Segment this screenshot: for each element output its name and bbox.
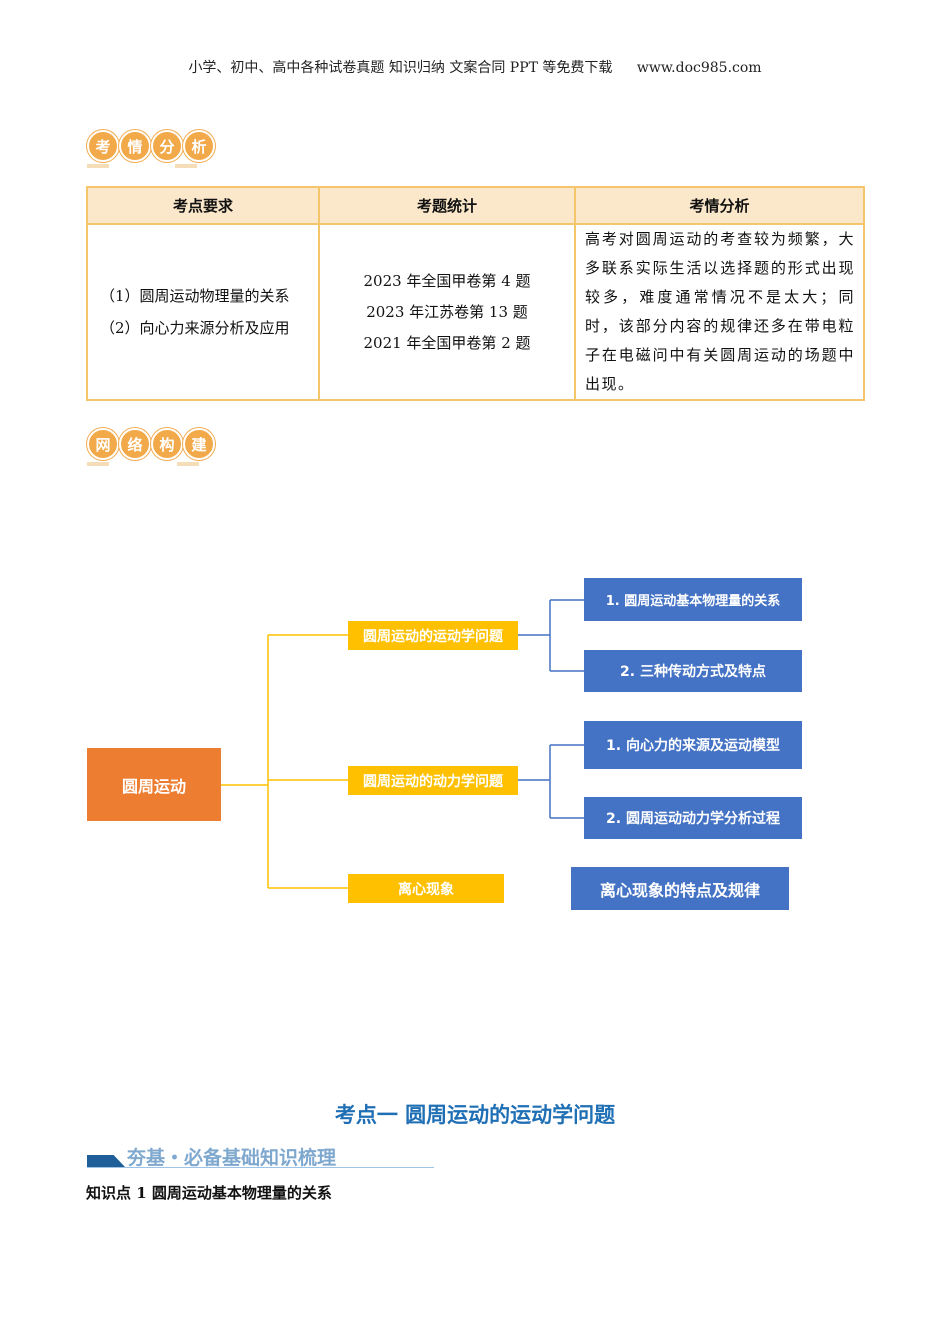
header-text: 小学、初中、高中各种试卷真题 知识归纳 文案合同 PPT 等免费下载: [188, 60, 613, 76]
requirement: （1）圆周运动物理量的关系: [100, 287, 290, 305]
diagram-branch: 离心现象: [348, 874, 504, 903]
diagram-leaf: 2. 圆周运动动力学分析过程: [584, 797, 802, 839]
subtitle-marker-icon: [87, 1155, 125, 1167]
badge-char: 情: [119, 130, 151, 162]
section-subtitle: 夯基・必备基础知识梳理: [127, 1147, 337, 1169]
badge-char: 建: [183, 428, 215, 460]
analysis-cell: 高考对圆周运动的考查较为频繁，大多联系实际生活以选择题的形式出现较多，难度通常情…: [574, 223, 865, 401]
col-header: 考题统计: [318, 186, 576, 225]
header-url[interactable]: www.doc985.com: [636, 60, 762, 76]
diagram-leaf: 2. 三种传动方式及特点: [584, 650, 802, 692]
badge-char: 析: [183, 130, 215, 162]
col-header: 考情分析: [574, 186, 865, 225]
badge-exam-analysis: 考 情 分 析: [87, 130, 215, 168]
badge-char: 络: [119, 428, 151, 460]
stat: 2023 年江苏卷第 13 题: [366, 302, 528, 321]
requirements-cell: （1）圆周运动物理量的关系 （2）向心力来源分析及应用: [86, 223, 320, 401]
stats-cell: 2023 年全国甲卷第 4 题 2023 年江苏卷第 13 题 2021 年全国…: [318, 223, 576, 401]
stat: 2023 年全国甲卷第 4 题: [363, 271, 531, 290]
stat: 2021 年全国甲卷第 2 题: [363, 333, 531, 352]
exam-table: 考点要求 考题统计 考情分析 （1）圆周运动物理量的关系 （2）向心力来源分析及…: [86, 186, 865, 401]
knowledge-point-title: 知识点 1 圆周运动基本物理量的关系: [86, 1184, 332, 1202]
diagram-branch: 圆周运动的动力学问题: [348, 766, 518, 795]
diagram-root: 圆周运动: [87, 748, 221, 821]
diagram-leaf: 1. 圆周运动基本物理量的关系: [584, 578, 802, 621]
badge-network: 网 络 构 建: [87, 428, 215, 466]
section-title: 考点一 圆周运动的运动学问题: [334, 1103, 616, 1127]
diagram-leaf: 离心现象的特点及规律: [571, 867, 789, 910]
page-header: 小学、初中、高中各种试卷真题 知识归纳 文案合同 PPT 等免费下载 www.d…: [0, 57, 950, 77]
requirement: （2）向心力来源分析及应用: [100, 319, 290, 337]
diagram-leaf: 1. 向心力的来源及运动模型: [584, 721, 802, 769]
col-header: 考点要求: [86, 186, 320, 225]
badge-char: 考: [87, 130, 119, 162]
badge-char: 分: [151, 130, 183, 162]
diagram-branch: 圆周运动的运动学问题: [348, 621, 518, 650]
badge-char: 网: [87, 428, 119, 460]
badge-char: 构: [151, 428, 183, 460]
section-subtitle-bar: 夯基・必备基础知识梳理: [87, 1143, 434, 1169]
